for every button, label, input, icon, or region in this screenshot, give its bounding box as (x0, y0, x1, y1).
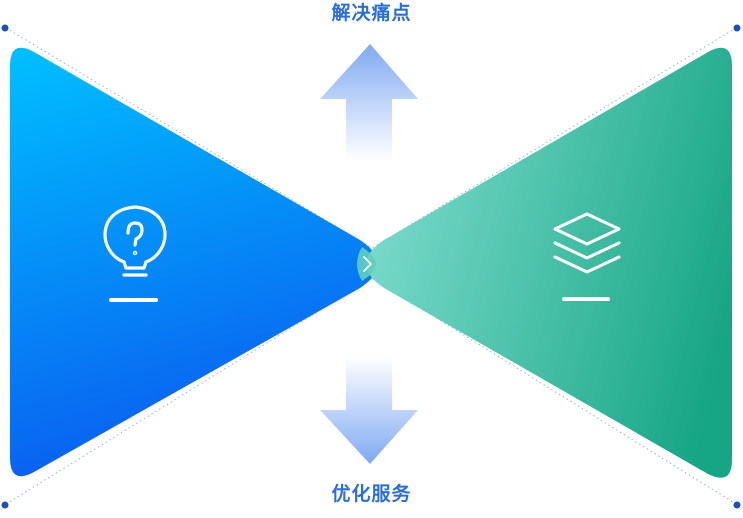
left-dash-line (109, 298, 158, 302)
center-connector (357, 247, 376, 281)
arrow-up-icon (320, 44, 418, 160)
arrow-down-icon (320, 356, 418, 464)
guide-line-top-right (371, 27, 737, 249)
lightbulb-question-icon (103, 205, 167, 277)
right-triangle (366, 47, 732, 478)
corner-dot-bottom-left (1, 501, 9, 509)
corner-dots (1, 24, 741, 509)
dotted-guide-lines (5, 27, 737, 505)
bottom-label: 优化服务 (331, 483, 412, 505)
guide-line-top-left (5, 27, 373, 249)
top-label: 解决痛点 (331, 2, 412, 24)
right-dash-line (562, 297, 610, 301)
corner-dot-bottom-right (733, 501, 741, 509)
corner-dot-top-right (733, 24, 741, 32)
chevron-right-icon (363, 256, 372, 272)
stacked-layers-icon (553, 212, 621, 274)
corner-dot-top-left (1, 24, 9, 32)
left-triangle (10, 47, 378, 477)
